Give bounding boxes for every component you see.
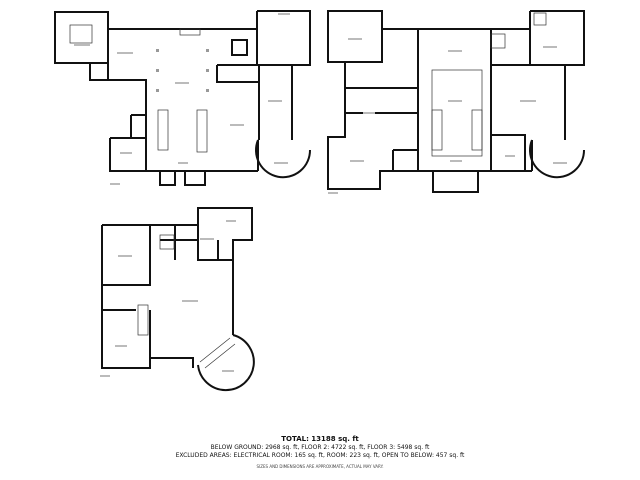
disclaimer: SIZES AND DIMENSIONS ARE APPROXIMATE, AC… — [256, 464, 384, 469]
total-area: TOTAL: 13188 sq. ft — [281, 435, 359, 443]
floor-plan-left — [54, 10, 312, 186]
floor-areas: BELOW GROUND: 2968 sq. ft, FLOOR 2: 4722… — [210, 444, 430, 451]
excluded-areas: EXCLUDED AREAS: ELECTRICAL ROOM: 165 sq.… — [175, 452, 465, 459]
floor-plan-bottom — [100, 207, 255, 392]
floor-plan-right — [327, 10, 586, 194]
